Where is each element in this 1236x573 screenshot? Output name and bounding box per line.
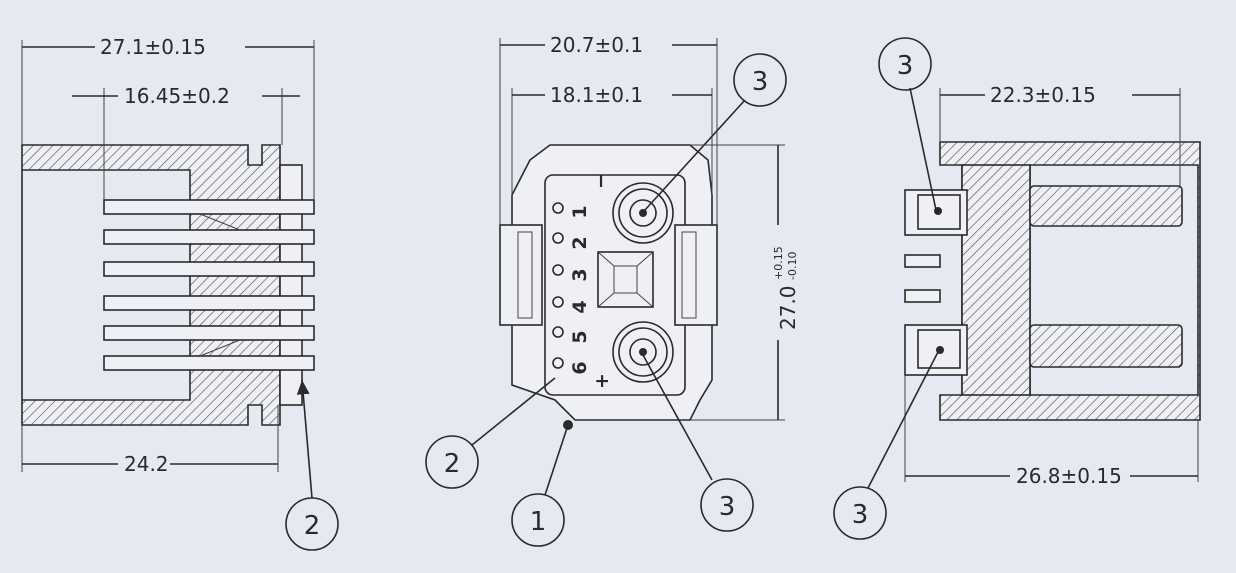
svg-text:2: 2 bbox=[304, 511, 321, 541]
pin-label-4: 4 bbox=[569, 300, 591, 313]
center-dimensions: 20.7±0.1 18.1±0.1 27.0 +0.15 -0.10 bbox=[499, 33, 800, 421]
left-flange bbox=[279, 164, 303, 406]
dim-center-overall: 20.7±0.1 bbox=[550, 33, 643, 57]
pin-label-3: 3 bbox=[569, 268, 591, 281]
power-contact-bottom bbox=[612, 321, 674, 383]
pin-label-6: 6 bbox=[569, 361, 591, 374]
polarity-minus: − bbox=[590, 173, 612, 189]
callout-center-top-3: 3 bbox=[644, 53, 787, 211]
left-housing bbox=[21, 144, 281, 426]
dim-center-inner: 18.1±0.1 bbox=[550, 83, 643, 107]
center-slot bbox=[597, 251, 654, 308]
svg-text:3: 3 bbox=[852, 500, 869, 530]
callout-center-1: 1 bbox=[511, 420, 573, 547]
right-prong-top bbox=[1029, 185, 1183, 227]
left-pins bbox=[103, 199, 315, 371]
left-side-view: 27.1±0.15 16.45±0.2 24.2 2 bbox=[21, 35, 339, 551]
center-front-view: − + 1 2 3 4 5 6 20.7±0.1 bbox=[425, 33, 800, 547]
dim-left-bottom: 24.2 bbox=[124, 452, 169, 476]
latch-left bbox=[499, 224, 543, 326]
dim-center-tol-minus: -0.10 bbox=[786, 252, 799, 280]
svg-text:1: 1 bbox=[530, 507, 547, 537]
power-contact-top bbox=[612, 182, 674, 244]
svg-text:3: 3 bbox=[752, 67, 769, 97]
dim-right-top: 22.3±0.15 bbox=[990, 83, 1096, 107]
pin-label-1: 1 bbox=[569, 205, 591, 218]
dim-left-inner: 16.45±0.2 bbox=[124, 84, 230, 108]
left-dimensions: 27.1±0.15 16.45±0.2 24.2 bbox=[21, 35, 315, 476]
right-dimensions: 22.3±0.15 26.8±0.15 bbox=[904, 83, 1199, 488]
dim-left-overall: 27.1±0.15 bbox=[100, 35, 206, 59]
callout-center-left-2: 2 bbox=[425, 377, 556, 489]
pin-label-5: 5 bbox=[569, 330, 591, 343]
svg-text:3: 3 bbox=[897, 51, 914, 81]
right-prong-bottom bbox=[1029, 324, 1183, 368]
svg-text:2: 2 bbox=[444, 449, 461, 479]
callout-right-top-3: 3 bbox=[878, 37, 937, 211]
signal-pins: 1 2 3 4 5 6 bbox=[552, 202, 591, 375]
callout-left-2: 2 bbox=[285, 379, 339, 551]
polarity-plus: + bbox=[591, 373, 613, 389]
dim-center-height: 27.0 bbox=[776, 285, 800, 330]
svg-text:3: 3 bbox=[719, 492, 736, 522]
callout-center-bottom-3: 3 bbox=[642, 354, 754, 532]
dim-right-bottom: 26.8±0.15 bbox=[1016, 464, 1122, 488]
callout-right-bottom-3: 3 bbox=[833, 351, 939, 540]
dim-center-tol-plus: +0.15 bbox=[772, 246, 785, 280]
right-side-view: 22.3±0.15 26.8±0.15 3 3 bbox=[833, 37, 1201, 540]
pin-label-2: 2 bbox=[569, 236, 591, 249]
